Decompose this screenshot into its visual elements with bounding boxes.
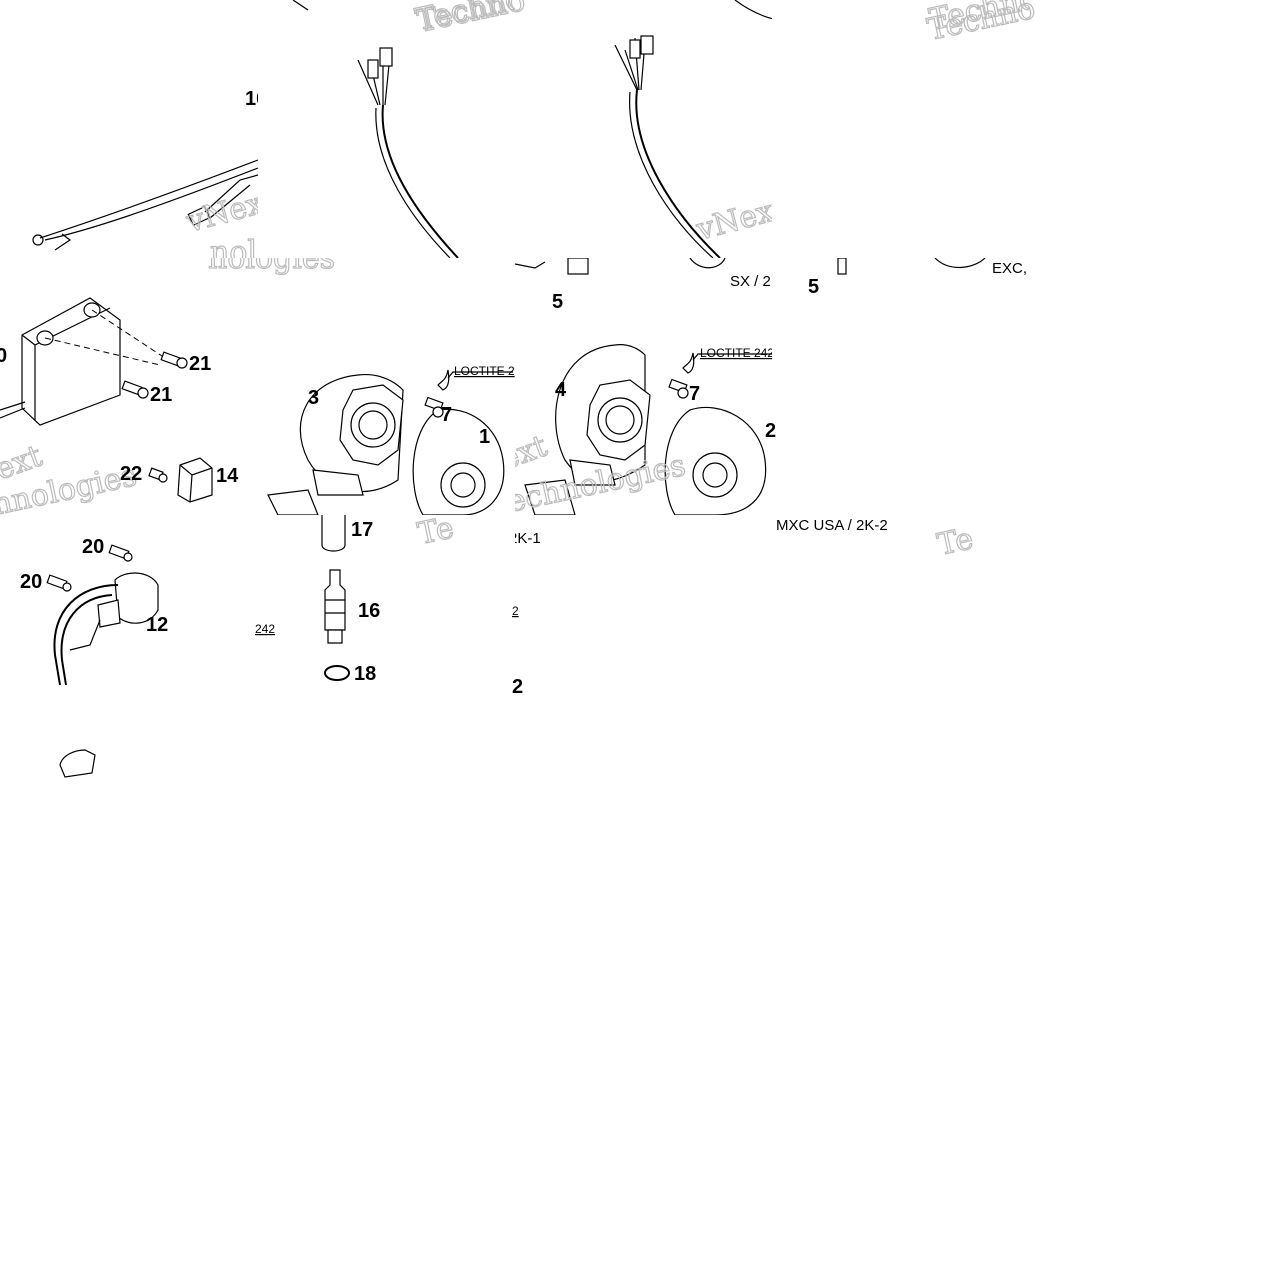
- variant-label: EXC,: [992, 260, 1027, 277]
- part-number-17: 17: [351, 519, 373, 541]
- watermark-text: nologies: [208, 258, 335, 276]
- part-number-21: 21: [189, 353, 211, 375]
- variant-label: MXC USA / 2K-2: [776, 517, 888, 534]
- variant-strip: 2K-1 MXC USA / 2K-2 Te: [515, 517, 977, 563]
- stator-cable-tile-2: vNext Tec: [515, 0, 772, 258]
- loctite-note: 2: [512, 604, 519, 618]
- part-number-7: 7: [441, 404, 452, 426]
- part-number-1: 1: [479, 426, 490, 448]
- part-number-5: 5: [552, 291, 563, 313]
- cdi-tile: ext hnologies: [0, 290, 258, 515]
- harness-tile-right: Techno: [772, 0, 1029, 258]
- ignition-parts: Te 242 2: [46, 515, 519, 778]
- part-number-16: 16: [358, 600, 380, 622]
- part-number-3: 3: [308, 387, 319, 409]
- part-number-2: 2: [512, 676, 523, 698]
- part-number-20: 20: [82, 536, 104, 558]
- watermark-text: nologies: [210, 235, 258, 258]
- part-number-22: 22: [120, 463, 142, 485]
- part-number-21: 21: [150, 384, 172, 406]
- variant-label: 2K-1: [515, 530, 541, 547]
- variant-label: SX / 2: [730, 273, 771, 290]
- row-strip: nologies SX / 2 EXC,: [207, 258, 1027, 290]
- part-number-2: 2: [765, 420, 776, 442]
- part-number-18: 18: [354, 663, 376, 685]
- part-number-14: 14: [216, 465, 239, 487]
- part-number-0: 0: [0, 345, 7, 367]
- loctite-note: LOCTITE 242: [700, 346, 772, 360]
- part-number-7: 7: [689, 383, 700, 405]
- watermark-text: Te: [934, 521, 976, 563]
- part-number-4: 4: [555, 379, 567, 401]
- part-number-20: 20: [20, 571, 42, 593]
- part-number-12: 12: [146, 614, 168, 636]
- stator-cable-tile: Techno: [258, 0, 515, 258]
- harness-tile: vNext Tec nologies: [0, 0, 258, 258]
- loctite-note: LOCTITE 2: [454, 364, 515, 378]
- loctite-note: 242: [255, 622, 275, 636]
- stator-rotor-tile-2: LOCTITE 242 ext echnologies: [515, 290, 772, 515]
- stator-rotor-tile: LOCTITE 2: [258, 290, 515, 515]
- part-number-5: 5: [808, 276, 819, 298]
